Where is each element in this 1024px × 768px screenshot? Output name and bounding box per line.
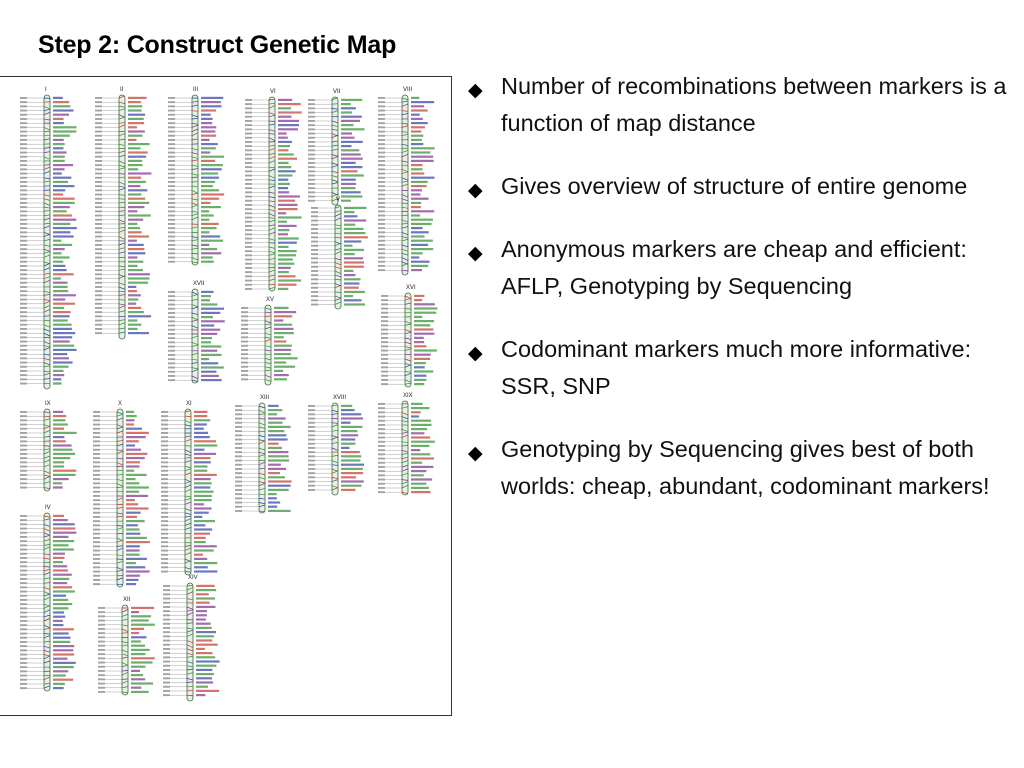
linkage-group: III <box>168 87 225 266</box>
diamond-bullet-icon: ◆ <box>468 343 483 364</box>
bullet-text: Gives overview of structure of entire ge… <box>501 173 968 199</box>
linkage-group: VIII <box>378 87 435 276</box>
chromosome-bar <box>331 96 339 206</box>
linkage-group-label: XIII <box>260 395 269 401</box>
linkage-group: IX <box>20 401 77 492</box>
chromosome-bar <box>268 96 276 292</box>
linkage-group-label: XV <box>266 297 274 303</box>
linkage-group-label: X <box>118 401 122 407</box>
bullet-item: ◆ Number of recombinations between marke… <box>462 68 1014 142</box>
chromosome-bar <box>43 408 51 492</box>
chromosome-bar <box>191 94 199 266</box>
chromosome-bar <box>404 292 412 388</box>
linkage-group: IV <box>20 505 77 692</box>
diamond-bullet-icon: ◆ <box>468 180 483 201</box>
linkage-group: VII <box>308 89 365 206</box>
linkage-group-label: VI <box>270 89 276 95</box>
linkage-group-label: V <box>336 197 340 203</box>
linkage-group-label: XVII <box>193 281 205 287</box>
linkage-group-label: XVIII <box>333 395 346 401</box>
bullet-list: ◆ Number of recombinations between marke… <box>462 68 1014 505</box>
chromosome-bar <box>258 402 266 514</box>
linkage-group-label: XI <box>186 401 192 407</box>
linkage-group: V <box>311 197 368 310</box>
bullet-item: ◆ Anonymous markers are cheap and effici… <box>462 231 1014 305</box>
bullet-item: ◆ Gives overview of structure of entire … <box>462 168 1014 205</box>
linkage-group-label: IV <box>45 505 51 511</box>
linkage-group: XIV <box>163 575 220 702</box>
linkage-group: VI <box>245 89 302 292</box>
bullet-text: Genotyping by Sequencing gives best of b… <box>501 436 990 499</box>
linkage-group-label: XIV <box>188 575 198 581</box>
diamond-bullet-icon: ◆ <box>468 443 483 464</box>
linkage-group-label: VIII <box>403 87 412 93</box>
slide-title: Step 2: Construct Genetic Map <box>38 31 397 59</box>
linkage-group: XV <box>241 297 298 386</box>
bullet-text: Codominant markers much more informative… <box>501 336 972 399</box>
linkage-group-label: III <box>193 87 198 93</box>
linkage-group: I <box>20 87 77 390</box>
linkage-group-label: IX <box>45 401 51 407</box>
linkage-group-label: II <box>120 87 124 93</box>
linkage-group-label: XIX <box>403 393 413 399</box>
linkage-group: XVIII <box>308 395 365 496</box>
linkage-group: XIX <box>378 393 435 496</box>
linkage-group: X <box>93 401 150 588</box>
linkage-group: II <box>95 87 152 340</box>
linkage-group: XVII <box>168 281 225 384</box>
bullet-item: ◆ Genotyping by Sequencing gives best of… <box>462 431 1014 505</box>
chromosome-bar <box>334 204 342 310</box>
bullet-text: Anonymous markers are cheap and efficien… <box>501 236 967 299</box>
diamond-bullet-icon: ◆ <box>468 80 483 101</box>
diamond-bullet-icon: ◆ <box>468 243 483 264</box>
chromosome-bar <box>401 400 409 496</box>
linkage-group-label: XII <box>123 597 131 603</box>
linkage-group: XII <box>98 597 155 696</box>
linkage-group-label: VII <box>333 89 341 95</box>
linkage-group: XIII <box>235 395 292 514</box>
linkage-group-label: XVI <box>406 285 416 291</box>
linkage-group-label: I <box>45 87 47 93</box>
linkage-group: XVI <box>381 285 438 388</box>
bullet-text: Number of recombinations between markers… <box>501 73 1007 136</box>
chromosome-bar <box>264 304 272 386</box>
bullet-item: ◆ Codominant markers much more informati… <box>462 331 1014 405</box>
linkage-group: XI <box>161 401 218 576</box>
